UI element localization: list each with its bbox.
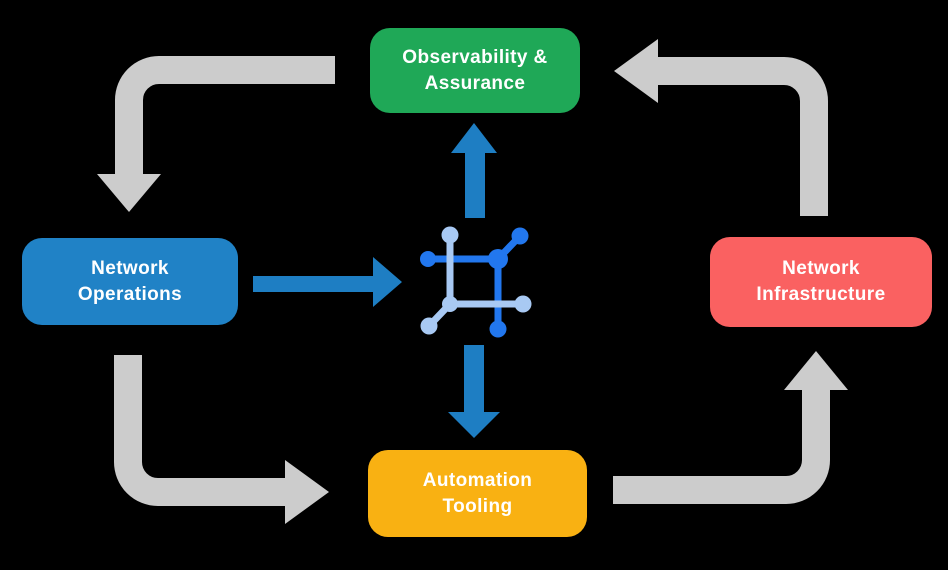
node-dot xyxy=(420,251,436,267)
flow-arrows xyxy=(253,123,500,438)
arrow-operations-to-automation xyxy=(114,355,329,524)
flow-arrow-icon-to-observability xyxy=(451,123,497,218)
arrow-automation-to-infrastructure xyxy=(613,351,848,504)
node-dot xyxy=(514,295,532,313)
node-dot xyxy=(488,249,508,269)
node-label: Observability & Assurance xyxy=(402,46,548,94)
flow-right-head xyxy=(373,257,402,307)
node-dot xyxy=(442,296,458,312)
node-label: Network Infrastructure xyxy=(756,258,886,305)
node-observability-assurance: Observability & Assurance xyxy=(370,28,580,113)
node-automation-tooling: Automation Tooling xyxy=(368,450,587,537)
node-dot xyxy=(441,226,459,244)
node-dot xyxy=(420,317,438,335)
node-dot xyxy=(511,227,529,245)
arrow-infrastructure-to-observability xyxy=(614,39,828,216)
node-label: Automation Tooling xyxy=(422,469,533,517)
flow-arrow-icon-to-automation xyxy=(448,345,500,438)
arrow-observability-to-operations xyxy=(97,56,335,212)
node-network-infrastructure: Network Infrastructure xyxy=(710,237,932,327)
arrow-left-head xyxy=(614,39,658,103)
network-automation-icon xyxy=(420,226,532,338)
flow-arrow-operations-to-icon xyxy=(253,257,402,307)
node-label: Network Operations xyxy=(77,257,183,305)
node-dot xyxy=(489,320,507,338)
cycle-arrows xyxy=(97,39,848,524)
arrow-down-head xyxy=(97,174,161,212)
node-network-operations: Network Operations xyxy=(22,238,238,325)
arrow-right-head xyxy=(285,460,329,524)
flow-up-head xyxy=(451,123,497,153)
network-icon-secondary xyxy=(420,226,532,335)
flow-down-head xyxy=(448,412,500,438)
arrow-up-head xyxy=(784,351,848,390)
network-icon-primary-dots xyxy=(420,227,529,338)
